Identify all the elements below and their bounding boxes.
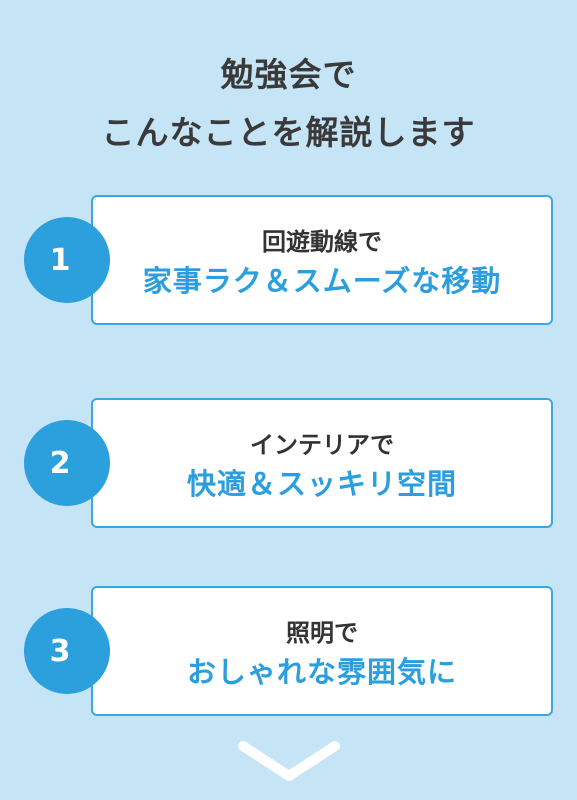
topic-card-1-main: 家事ラク＆スムーズな移動: [142, 264, 502, 298]
title-line-2: こんなことを解説します: [101, 113, 476, 152]
title-line-1: 勉強会で: [220, 55, 357, 94]
topic-number-badge-3: 3: [24, 608, 110, 694]
topic-card-3-main: おしゃれな雰囲気に: [186, 655, 457, 689]
topic-card-2-head: インテリアで: [250, 431, 394, 459]
topic-card-3-head: 照明で: [286, 619, 358, 647]
topic-number-badge-2: 2: [24, 420, 110, 506]
topic-card-2: インテリアで 快適＆スッキリ空間: [91, 398, 553, 528]
chevron-down-icon: [238, 741, 340, 781]
topic-card-2-main: 快適＆スッキリ空間: [186, 467, 457, 501]
topic-card-1: 回遊動線で 家事ラク＆スムーズな移動: [91, 195, 553, 325]
page-title: 勉強会で こんなことを解説します: [0, 46, 577, 162]
topic-number-badge-1: 1: [24, 217, 110, 303]
topic-card-1-head: 回遊動線で: [262, 228, 382, 256]
topic-card-3: 照明で おしゃれな雰囲気に: [91, 586, 553, 716]
